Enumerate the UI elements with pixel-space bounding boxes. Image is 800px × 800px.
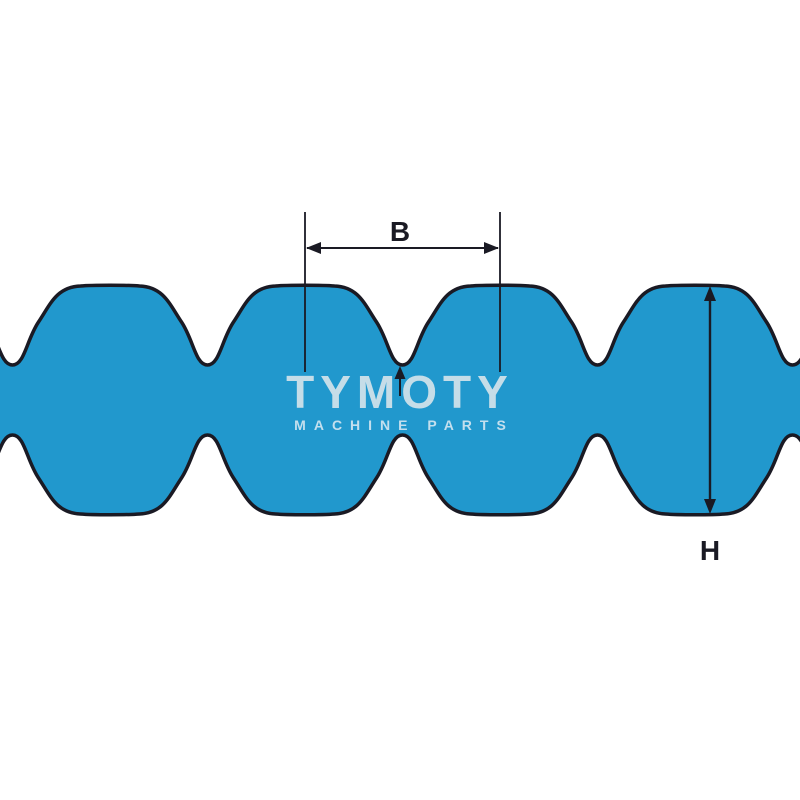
h-dimension-label: H bbox=[700, 535, 720, 566]
belt-profile-shape bbox=[0, 283, 800, 517]
h-arrow-bottom bbox=[704, 499, 716, 514]
pitch-arrow-up bbox=[394, 366, 406, 379]
b-dimension-label: B bbox=[390, 216, 410, 247]
b-arrow-right bbox=[484, 242, 499, 254]
watermark-subtitle: MACHINE PARTS bbox=[294, 417, 514, 433]
b-arrow-left bbox=[306, 242, 321, 254]
h-arrow-top bbox=[704, 286, 716, 301]
